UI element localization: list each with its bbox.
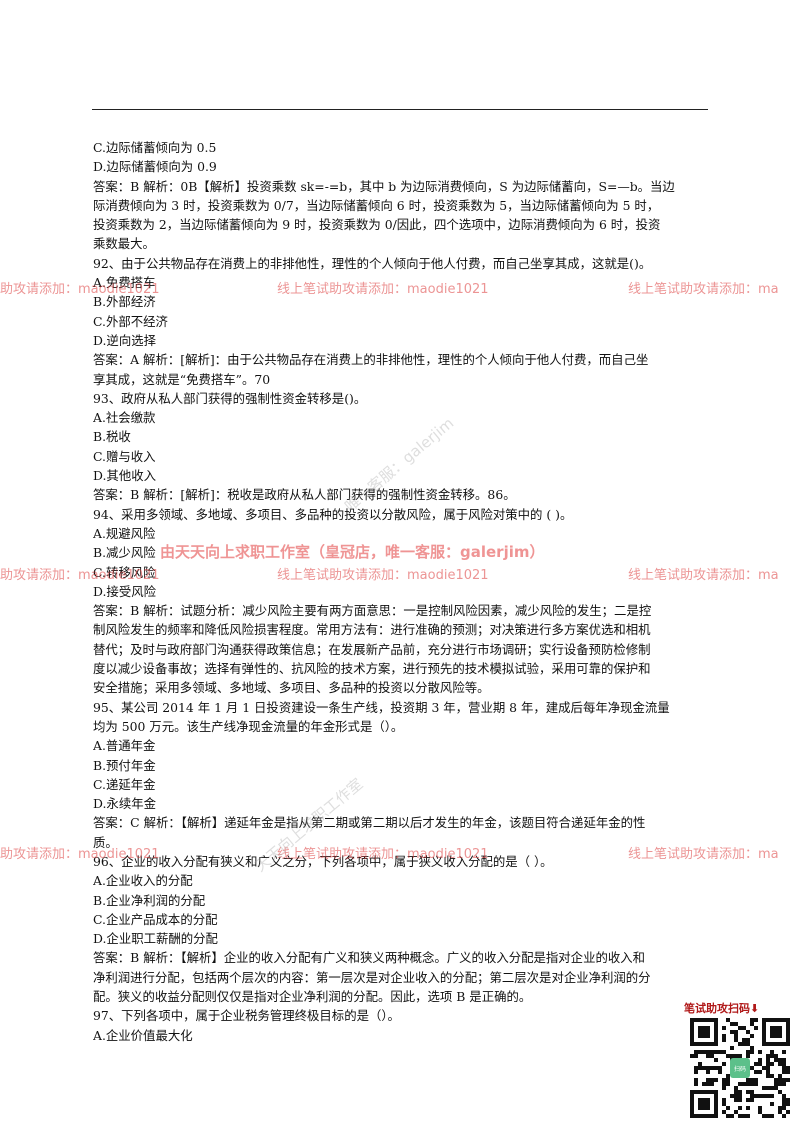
document-line: C.企业产品成本的分配 <box>93 911 218 927</box>
document-line: 乘数最大。 <box>93 236 155 252</box>
document-line: 度以减少设备事故；选择有弹性的、抗风险的技术方案，进行预先的技术模拟试验，采用可… <box>93 661 651 677</box>
document-line: B.税收 <box>93 429 131 445</box>
qr-caption: 笔试助攻扫码⬇ <box>684 1002 760 1015</box>
document-line: 97、下列各项中，属于企业税务管理终极目标的是（）。 <box>93 1008 400 1024</box>
document-line: 95、某公司 2014 年 1 月 1 日投资建设一条生产线，投资期 3 年，营… <box>93 699 670 715</box>
document-line: D.接受风险 <box>93 583 156 599</box>
document-line: B.外部经济 <box>93 294 156 310</box>
watermark-banner: 由天天向上求职工作室（皇冠店，唯一客服：galerjim） <box>160 543 545 561</box>
document-line: B.预付年金 <box>93 757 156 773</box>
document-line: 净利润进行分配，包括两个层次的内容：第一层次是对企业收入的分配；第二层次是对企业… <box>93 969 651 985</box>
document-line: A.免费搭车 <box>93 275 156 291</box>
document-line: 制风险发生的频率和降低风险损害程度。常用方法有：进行准确的预测；对决策进行多方案… <box>93 622 651 638</box>
document-line: 94、采用多领域、多地域、多项目、多品种的投资以分散风险，属于风险对策中的 ( … <box>93 506 573 522</box>
document-line: 答案：B 解析：【解析】企业的收入分配有广义和狭义两种概念。广义的收入分配是指对… <box>93 950 646 966</box>
document-line: 享其成，这就是“免费搭车”。70 <box>93 371 271 387</box>
document-line: 均为 500 万元。该生产线净现金流量的年金形式是（）。 <box>93 718 404 734</box>
document-line: C.转移风险 <box>93 564 156 580</box>
document-line: B.企业净利润的分配 <box>93 892 206 908</box>
qr-center-label: 扫码 <box>734 1065 746 1073</box>
document-line: D.其他收入 <box>93 468 156 484</box>
qr-code-icon[interactable]: 扫码 <box>690 1018 790 1118</box>
document-line: D.边际储蓄倾向为 0.9 <box>93 159 217 175</box>
document-line: 96、企业的收入分配有狭义和广义之分，下列各项中，属于狭义收入分配的是（ ）。 <box>93 853 553 869</box>
document-line: 际消费倾向为 3 时，投资乘数为 0/7，当边际储蓄倾向 6 时，投资乘数为 5… <box>93 197 660 213</box>
document-line: A.企业价值最大化 <box>93 1027 193 1043</box>
document-line: 93、政府从私人部门获得的强制性资金转移是()。 <box>93 390 367 406</box>
document-line: A.规避风险 <box>93 525 156 541</box>
document-line: A.企业收入的分配 <box>93 873 193 889</box>
document-line: C.外部不经济 <box>93 313 168 329</box>
document-line: 答案：A 解析：[解析]：由于公共物品存在消费上的非排他性，理性的个人倾向于他人… <box>93 352 649 368</box>
document-line: D.企业职工薪酬的分配 <box>93 931 218 947</box>
document-line: A.社会缴款 <box>93 410 156 426</box>
document-line: 投资乘数为 2，当边际储蓄倾向为 9 时，投资乘数为 0/因此，四个选项中，边际… <box>93 217 661 233</box>
document-line: 质。 <box>93 834 118 850</box>
document-line: A.普通年金 <box>93 738 156 754</box>
document-line: 答案：B 解析：[解析]：税收是政府从私人部门获得的强制性资金转移。86。 <box>93 487 516 503</box>
document-line: 答案：B 解析：试题分析：减少风险主要有两方面意思：一是控制风险因素，减少风险的… <box>93 603 652 619</box>
document-line: 答案：C 解析：【解析】递延年金是指从第二期或第二期以后才发生的年金，该题目符合… <box>93 815 646 831</box>
qr-center-badge <box>730 1058 750 1078</box>
document-line: C.边际储蓄倾向为 0.5 <box>93 140 217 155</box>
document-line: C.递延年金 <box>93 776 156 792</box>
document-line: D.永续年金 <box>93 796 156 812</box>
document-line: D.逆向选择 <box>93 332 156 348</box>
document-line: 答案：B 解析：0B【解析】投资乘数 sk=-=b，其中 b 为边际消费倾向，S… <box>93 178 675 194</box>
document-line: 安全措施；采用多领域、多地域、多项目、多品种的投资以分散风险等。 <box>93 680 490 696</box>
document-line: B.减少风险 <box>93 545 156 561</box>
document-line: C.赠与收入 <box>93 448 156 464</box>
document-line: 92、由于公共物品存在消费上的非排他性，理性的个人倾向于他人付费，而自己坐享其成… <box>93 255 652 271</box>
header-rule <box>92 109 708 110</box>
document-line: 替代；及时与政府部门沟通获得政策信息；在发展新产品前，充分进行市场调研；实行设备… <box>93 641 651 657</box>
document-line: 配。狭义的收益分配则仅仅是指对企业净利润的分配。因此，选项 B 是正确的。 <box>93 989 532 1005</box>
